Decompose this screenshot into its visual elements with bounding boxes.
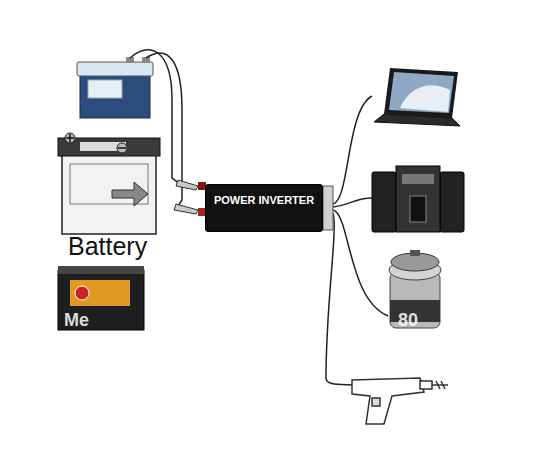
inverter-box: POWER INVERTER — [205, 184, 323, 232]
watermark: Me — [64, 310, 89, 331]
output-wire — [326, 96, 388, 385]
node-label: POWER INVERTER — [206, 194, 322, 206]
battery-car — [58, 133, 160, 234]
battery-wire — [130, 50, 182, 206]
stereo — [372, 166, 464, 232]
battery-label: Battery — [68, 232, 147, 261]
drill — [352, 378, 448, 424]
battery-dark — [58, 266, 144, 330]
laptop — [374, 68, 460, 126]
watermark: 80 — [398, 310, 418, 331]
battery-small — [77, 57, 153, 118]
inverter-endplate — [323, 186, 333, 230]
alligator-clip — [174, 180, 206, 216]
